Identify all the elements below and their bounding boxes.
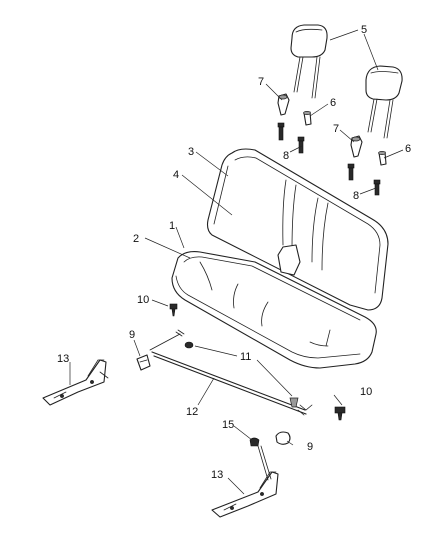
callout-13b: 13 (211, 469, 223, 481)
push-pin-right (334, 406, 346, 421)
callout-6a: 6 (330, 97, 336, 109)
callout-labels: 5 7 6 7 6 8 8 3 4 1 2 10 9 11 13 10 12 1… (57, 24, 411, 481)
callout-10a: 10 (137, 294, 149, 306)
seat-bracket-right (211, 471, 279, 518)
callout-7a: 7 (258, 76, 264, 88)
callout-3: 3 (188, 146, 194, 158)
callout-12: 12 (186, 406, 198, 418)
callout-1: 1 (169, 220, 175, 232)
callout-8b: 8 (353, 190, 359, 202)
fastener-left (184, 341, 194, 349)
headrest-left (290, 24, 328, 99)
headrest-sleeve-left (303, 111, 312, 126)
callout-15: 15 (222, 419, 234, 431)
callout-10b: 10 (360, 386, 372, 398)
clip-left (136, 354, 151, 371)
callout-11: 11 (240, 351, 251, 363)
callout-8a: 8 (283, 150, 289, 162)
clip-right (275, 431, 291, 445)
latch-bolt (249, 437, 272, 481)
callout-6b: 6 (405, 143, 411, 155)
leader-lines (69, 29, 404, 495)
callout-2: 2 (133, 233, 139, 245)
bolt-set-right (347, 163, 381, 196)
callout-5: 5 (361, 24, 367, 36)
seat-cushion (171, 251, 377, 369)
callout-13a: 13 (57, 353, 69, 365)
callout-9a: 9 (129, 329, 135, 341)
headrest-guide-right (350, 135, 363, 158)
seat-bracket-left (42, 359, 109, 406)
seat-back (206, 148, 389, 311)
release-cable (149, 329, 313, 416)
callout-4: 4 (173, 169, 179, 181)
fastener-right (289, 397, 299, 408)
headrest-guide-left (277, 93, 290, 116)
push-pin-left (169, 303, 178, 317)
bolt-set-left (277, 122, 305, 154)
callout-9b: 9 (307, 441, 313, 453)
callout-7b: 7 (333, 123, 339, 135)
headrest-sleeve-right (378, 151, 387, 166)
headrest-right (365, 65, 403, 139)
